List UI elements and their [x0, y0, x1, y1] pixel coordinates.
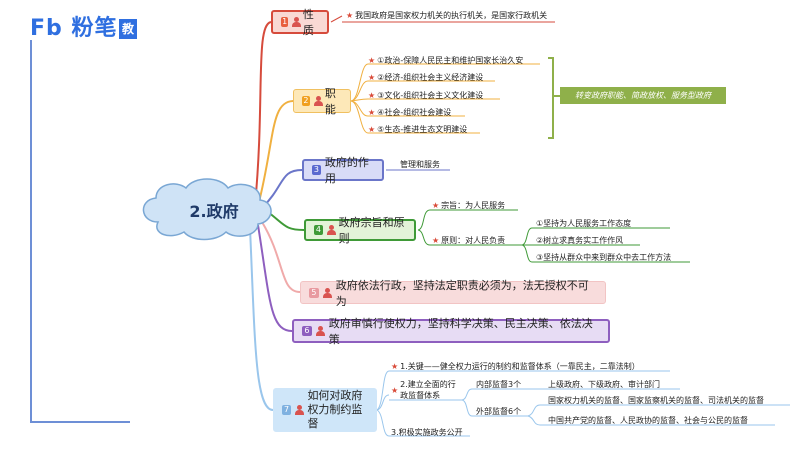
- person-icon: [292, 17, 301, 27]
- leaf-jiandu-1: ★1.关键——健全权力运行的制约和监督体系（一靠民主，二靠法制）: [391, 361, 640, 372]
- link-yifa: [261, 221, 301, 293]
- leaf-text: 管理和服务: [400, 160, 440, 169]
- leaf-yuanze: ★原则：对人民负责: [432, 235, 505, 246]
- leaf-text: 内部监督3个: [476, 380, 522, 389]
- node-label: 性质: [302, 8, 314, 37]
- node-label: 政府审慎行使权力，坚持科学决策、民主决策、依法决策: [328, 317, 593, 346]
- star-icon: ★: [391, 385, 399, 395]
- leaf-text: 2.建立全面的行政监督体系: [400, 380, 456, 400]
- leaf-text: 3.积极实施政务公开: [391, 428, 463, 437]
- leaf-text: 宗旨：为人民服务: [441, 201, 506, 210]
- leaf-zhineng-4: ★④社会-组织社会建设: [368, 107, 451, 118]
- star-icon: ★: [391, 362, 399, 371]
- link-zuoyong: [261, 169, 303, 209]
- leaf-zuoyong: 管理和服务: [400, 159, 440, 170]
- leaf-text: 1.关键——健全权力运行的制约和监督体系（一靠民主，二靠法制）: [400, 362, 640, 371]
- leaf-text: 外部监督6个: [476, 407, 522, 416]
- node-number-badge: 2: [302, 96, 310, 106]
- star-icon: ★: [432, 201, 440, 210]
- node-number-badge: 4: [314, 225, 323, 235]
- leaf-text: ②经济-组织社会主义经济建设: [377, 73, 484, 82]
- node-yifa[interactable]: 5 政府依法行政，坚持法定职责必须为，法无授权不可为: [300, 279, 606, 308]
- node-label: 政府宗旨和原则: [338, 216, 405, 245]
- star-icon: ★: [368, 91, 376, 100]
- leaf-text: ④社会-组织社会建设: [377, 108, 452, 117]
- leaf-waibu: 外部监督6个: [476, 406, 521, 417]
- link-zhineng: [257, 100, 294, 207]
- leaf-text: ⑤生态-推进生态文明建设: [377, 125, 468, 134]
- leaf-text: ①坚持为人民服务工作态度: [536, 219, 632, 228]
- person-icon: [313, 96, 323, 106]
- leaf-zongzhi: ★宗旨：为人民服务: [432, 200, 505, 211]
- leaf-zhineng-1: ★①政治-保障人民民主和维护国家长治久安: [368, 55, 523, 66]
- link-zongzhi: [267, 211, 305, 231]
- star-icon: ★: [346, 11, 354, 20]
- leaf-neibu: 内部监督3个: [476, 379, 521, 390]
- logo-mark-icon: Fb: [30, 16, 63, 41]
- brand-logo: Fb 粉笔教: [30, 10, 138, 42]
- node-number-badge: 6: [302, 326, 312, 336]
- node-zuoyong[interactable]: 3 政府的作用: [302, 156, 384, 185]
- leaf-zhineng-5: ★⑤生态-推进生态文明建设: [368, 124, 467, 135]
- node-label: 如何对政府权力制约监督: [307, 389, 363, 430]
- center-cloud: [142, 178, 272, 241]
- node-number-badge: 1: [281, 17, 289, 27]
- star-icon: ★: [368, 73, 376, 82]
- link-xingzhi: [254, 21, 272, 206]
- star-icon: ★: [368, 56, 376, 65]
- link-shenshen: [257, 224, 293, 332]
- leaf-text: 我国政府是国家权力机关的执行机关，是国家行政机关: [355, 11, 548, 20]
- leaf-jiandu-3: 3.积极实施政务公开: [391, 427, 463, 438]
- frame-line-vertical: [30, 40, 32, 422]
- leaf-text: 国家权力机关的监督、国家监察机关的监督、司法机关的监督: [548, 396, 764, 405]
- node-shenshen[interactable]: 6 政府审慎行使权力，坚持科学决策、民主决策、依法决策: [292, 317, 610, 346]
- person-icon: [326, 225, 336, 235]
- frame-line-horizontal: [30, 421, 130, 423]
- node-label: 政府依法行政，坚持法定职责必须为，法无授权不可为: [335, 278, 589, 308]
- node-number-badge: 5: [309, 287, 319, 298]
- leaf-jiandu-2: ★2.建立全面的行政监督体系: [391, 379, 457, 401]
- leaf-text: 上级政府、下级政府、审计部门: [548, 380, 660, 389]
- leaf-xingzhi: ★ 我国政府是国家权力机关的执行机关，是国家行政机关: [346, 10, 547, 21]
- leaf-yuanze-3: ③坚持从群众中来到群众中去工作方法: [536, 252, 671, 263]
- leaf-yuanze-1: ①坚持为人民服务工作态度: [536, 218, 631, 229]
- node-jiandu[interactable]: 7 如何对政府权力制约监督: [273, 388, 377, 432]
- leaf-zhineng-2: ★②经济-组织社会主义经济建设: [368, 72, 483, 83]
- leaf-text: 中国共产党的监督、人民政协的监督、社会与公民的监督: [548, 416, 748, 425]
- leaf-text: ③坚持从群众中来到群众中去工作方法: [536, 253, 672, 262]
- logo-cut-text: 教: [119, 19, 138, 39]
- person-icon: [322, 287, 332, 298]
- node-number-badge: 7: [282, 405, 292, 415]
- person-icon: [295, 405, 305, 415]
- node-zongzhi[interactable]: 4 政府宗旨和原则: [304, 216, 416, 245]
- link-jiandu: [249, 227, 274, 411]
- leaf-waibu-detail-1: 国家权力机关的监督、国家监察机关的监督、司法机关的监督: [548, 395, 764, 406]
- person-icon: [315, 326, 325, 336]
- node-number-badge: 3: [312, 165, 321, 175]
- leaf-waibu-detail-2: 中国共产党的监督、人民政协的监督、社会与公民的监督: [548, 415, 748, 426]
- star-icon: ★: [368, 125, 376, 134]
- leaf-text: 原则：对人民负责: [441, 236, 506, 245]
- leaf-zhineng-3: ★③文化-组织社会主义文化建设: [368, 90, 483, 101]
- node-label: 政府的作用: [324, 156, 369, 185]
- node-label: 职能: [324, 87, 336, 116]
- node-zhineng[interactable]: 2 职能: [293, 87, 351, 116]
- leaf-text: ③文化-组织社会主义文化建设: [377, 91, 484, 100]
- logo-text: 粉笔: [71, 16, 118, 41]
- leaf-text: ①政治-保障人民民主和维护国家长治久安: [377, 56, 524, 65]
- zhineng-summary: 转变政府职能、简政放权、服务型政府: [560, 87, 726, 104]
- leaf-neibu-detail: 上级政府、下级政府、审计部门: [548, 379, 660, 390]
- leaf-yuanze-2: ②树立求真务实工作作风: [536, 235, 623, 246]
- leaf-text: ②树立求真务实工作作风: [536, 236, 624, 245]
- star-icon: ★: [432, 236, 440, 245]
- star-icon: ★: [368, 108, 376, 117]
- center-node-label: 2.政府: [189, 202, 239, 221]
- node-xingzhi[interactable]: 1 性质: [271, 8, 329, 37]
